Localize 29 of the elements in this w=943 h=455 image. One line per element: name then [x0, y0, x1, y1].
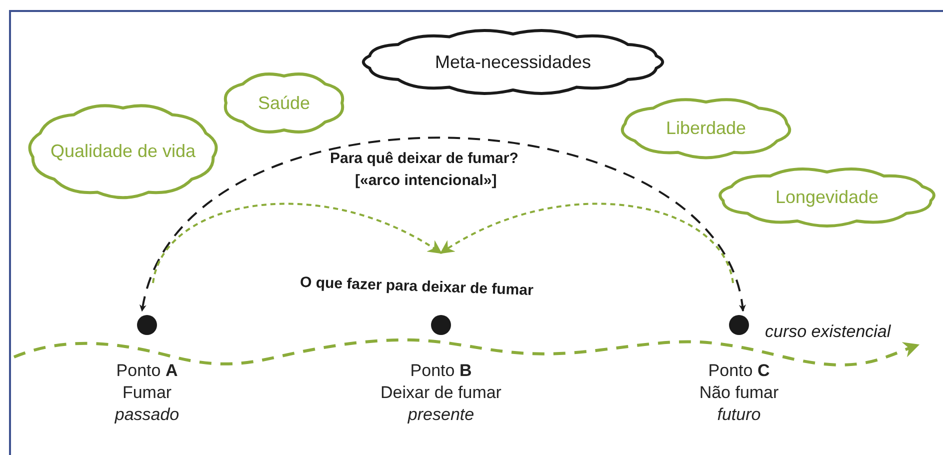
point-title: Ponto B — [410, 360, 472, 382]
point-title: Ponto A — [116, 360, 178, 382]
cloud-label: Meta-necessidades — [434, 50, 592, 74]
dashed-arc-arrow — [140, 136, 745, 312]
time-label: passado — [114, 404, 180, 426]
question-label: [«arco intencional»] — [355, 172, 497, 189]
state-label: Fumar — [122, 382, 172, 404]
cloud-label: Longevidade — [775, 186, 879, 208]
point-marker — [137, 315, 157, 335]
cloud-label: Saúde — [258, 92, 310, 114]
dotted-arrow — [440, 202, 734, 284]
timeline-label: curso existencial — [765, 322, 891, 342]
question-label: O que fazer para deixar de fumar — [300, 274, 534, 300]
cloud-label: Qualidade de vida — [50, 140, 196, 162]
time-label: presente — [408, 404, 474, 426]
thought-cloud — [620, 98, 792, 158]
cloud-label: Liberdade — [666, 116, 746, 140]
thought-cloud — [222, 72, 346, 134]
point-marker — [729, 315, 749, 335]
state-label: Não fumar — [699, 382, 779, 404]
point-marker — [431, 315, 451, 335]
thought-cloud — [28, 104, 218, 198]
thought-cloud — [718, 168, 936, 226]
point-title: Ponto C — [708, 360, 770, 382]
state-label: Deixar de fumar — [380, 382, 502, 404]
question-label: Para quê deixar de fumar? — [330, 150, 518, 167]
thought-cloud — [362, 30, 664, 94]
dotted-arrow — [152, 202, 442, 284]
time-label: futuro — [717, 404, 761, 426]
